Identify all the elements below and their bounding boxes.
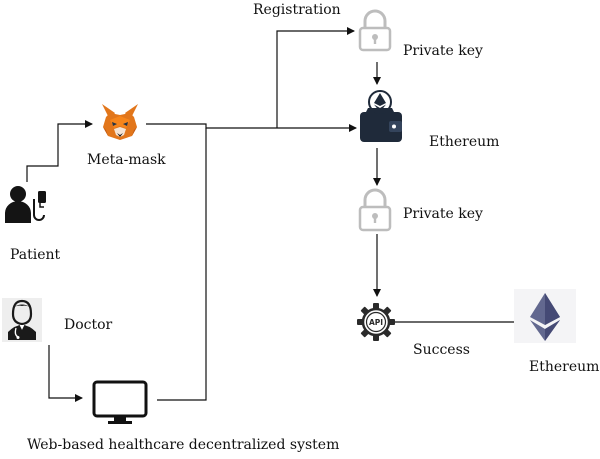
meta-mask-label: Meta-mask bbox=[87, 152, 166, 168]
connector-metamask-bus bbox=[146, 123, 357, 132]
doctor-icon bbox=[2, 298, 42, 342]
connector-bus-registration bbox=[276, 27, 355, 128]
patient-icon bbox=[5, 186, 46, 223]
private-key-label: Private key bbox=[403, 43, 483, 59]
registration-label: Registration bbox=[253, 2, 341, 18]
ethereum-logo-icon bbox=[514, 289, 576, 343]
monitor-icon bbox=[92, 380, 148, 424]
api-gear-icon: API bbox=[357, 303, 395, 341]
doctor-label: Doctor bbox=[64, 317, 113, 333]
ethereum-wallet-icon bbox=[360, 90, 402, 142]
ethereum-wallet-label: Ethereum bbox=[429, 134, 500, 150]
connector-patient-metamask bbox=[26, 120, 93, 182]
web-system-label: Web-based healthcare decentralized syste… bbox=[27, 437, 340, 453]
private-key-label: Private key bbox=[403, 206, 483, 222]
svg-text:API: API bbox=[369, 318, 383, 327]
patient-label: Patient bbox=[10, 247, 61, 263]
connectors bbox=[26, 27, 524, 402]
ethereum-label: Ethereum bbox=[529, 359, 600, 375]
lock-icon bbox=[358, 188, 392, 232]
success-label: Success bbox=[413, 342, 470, 358]
metamask-fox-icon bbox=[102, 104, 138, 140]
connector-web-bus bbox=[157, 128, 207, 401]
lock-icon bbox=[358, 9, 392, 52]
connector-doctor-web bbox=[48, 345, 83, 402]
